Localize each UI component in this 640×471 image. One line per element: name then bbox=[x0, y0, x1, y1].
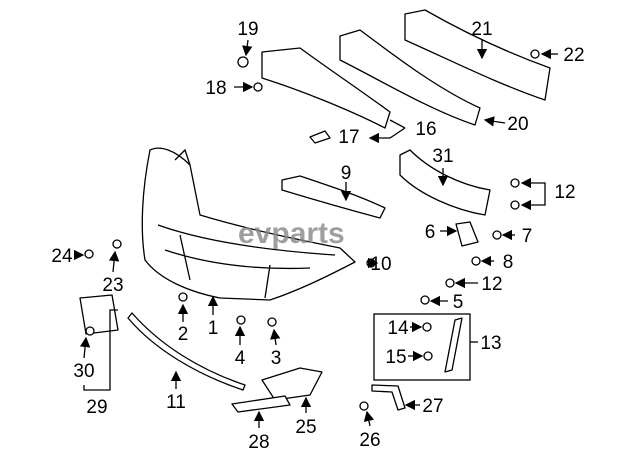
callout: 7 bbox=[522, 226, 533, 247]
callout: 9 bbox=[341, 163, 352, 184]
callout: 11 bbox=[166, 392, 186, 413]
callout: 26 bbox=[359, 430, 380, 451]
strip-27 bbox=[371, 384, 406, 411]
bumper-cover bbox=[141, 147, 356, 301]
callout: 10 bbox=[370, 254, 391, 275]
callout: 13 bbox=[480, 333, 501, 354]
callout: 18 bbox=[205, 78, 226, 99]
strip-28 bbox=[231, 395, 291, 413]
absorber-20 bbox=[339, 29, 481, 126]
callout: 17 bbox=[338, 127, 359, 148]
callout: 20 bbox=[507, 114, 528, 135]
callout: 16 bbox=[415, 119, 436, 140]
callout: 12 bbox=[554, 182, 575, 203]
callout: 21 bbox=[471, 19, 492, 40]
bracket-6 bbox=[455, 221, 479, 247]
callout: 31 bbox=[432, 146, 453, 167]
reinforcement-16 bbox=[261, 47, 391, 129]
callout: 19 bbox=[237, 19, 258, 40]
callout: 4 bbox=[235, 348, 246, 369]
callout-labels: 19 21 22 18 16 17 20 9 31 12 6 7 24 23 1… bbox=[51, 19, 584, 453]
callout: 15 bbox=[385, 347, 406, 368]
callout: 28 bbox=[248, 432, 269, 453]
callout: 23 bbox=[102, 275, 123, 296]
callout: 14 bbox=[387, 318, 409, 339]
callout: 6 bbox=[425, 222, 436, 243]
callout: 22 bbox=[563, 45, 584, 66]
callout: 24 bbox=[51, 246, 73, 267]
callout: 12 bbox=[481, 274, 502, 295]
watermark: evparts bbox=[238, 217, 345, 250]
callout: 1 bbox=[208, 318, 219, 339]
callout: 29 bbox=[86, 397, 107, 418]
callout: 30 bbox=[73, 361, 94, 382]
callout: 5 bbox=[453, 292, 464, 313]
license-bracket bbox=[79, 294, 119, 335]
callout: 3 bbox=[271, 348, 282, 369]
callout: 25 bbox=[295, 417, 316, 438]
leader-lines bbox=[73, 39, 558, 428]
callout: 27 bbox=[422, 396, 443, 417]
callout: 2 bbox=[178, 324, 189, 345]
callout: 8 bbox=[503, 252, 514, 273]
deflector-9 bbox=[281, 175, 386, 219]
molding-11 bbox=[127, 312, 246, 391]
fog-bezel-25 bbox=[261, 367, 323, 401]
molding-13 bbox=[373, 313, 471, 381]
